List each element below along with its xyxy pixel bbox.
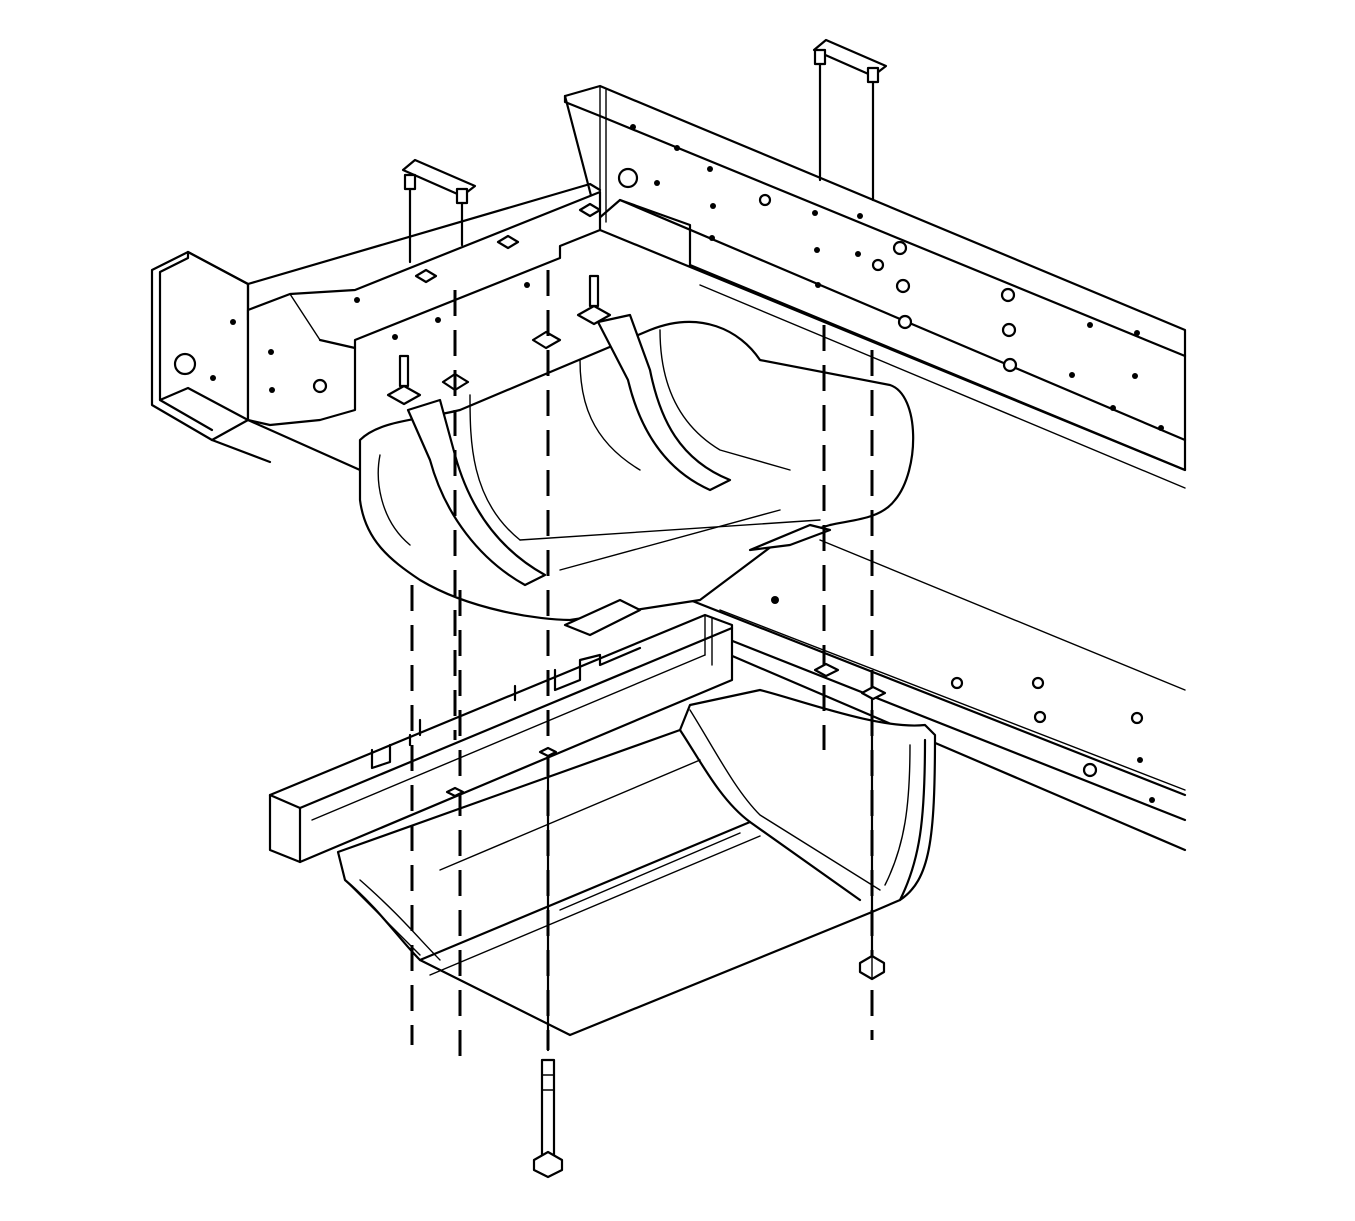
- bolt-lower: [532, 1058, 564, 1179]
- skid-plate-shield: [336, 688, 937, 1037]
- tank-mount-studs: [386, 202, 612, 406]
- upper-fastener-clip-left: [401, 158, 477, 264]
- skid-plate-crossmember: [268, 613, 734, 864]
- fuel-tank-upper: [358, 313, 915, 637]
- nut-lower-right: [858, 954, 886, 981]
- upper-fastener-clip-right: [812, 38, 888, 202]
- crossmember-nut-seats: [445, 662, 887, 798]
